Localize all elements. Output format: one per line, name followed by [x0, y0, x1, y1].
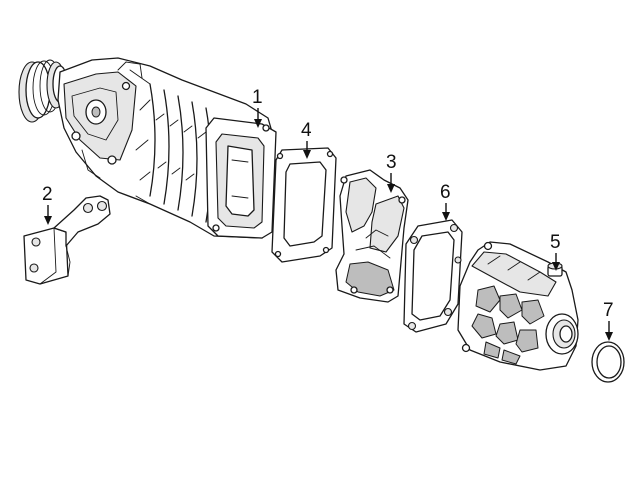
callout-label-1: 1: [252, 87, 263, 108]
o-ring-part[interactable]: [591, 341, 625, 383]
callout-label-7: 7: [603, 300, 614, 321]
arrowhead-3: [387, 184, 395, 193]
supercharger-part[interactable]: [18, 57, 277, 239]
gasket-6-part[interactable]: [403, 219, 463, 333]
callout-5: 5: [550, 232, 561, 271]
gasket-4-part[interactable]: [271, 147, 337, 263]
callout-label-6: 6: [440, 182, 451, 203]
callout-3: 3: [386, 152, 397, 193]
callout-7: 7: [603, 300, 614, 341]
callout-6: 6: [440, 182, 451, 221]
adapter-part[interactable]: [335, 169, 409, 303]
arrowhead-1: [254, 119, 262, 128]
arrowhead-4: [303, 150, 311, 159]
arrowhead-7: [605, 332, 613, 341]
callout-label-4: 4: [301, 120, 312, 141]
callout-label-5: 5: [550, 232, 561, 253]
callout-4: 4: [301, 120, 312, 159]
arrowhead-6: [442, 212, 450, 221]
bracket-part[interactable]: [23, 195, 111, 285]
arrowhead-5: [552, 262, 560, 271]
callout-label-3: 3: [386, 152, 397, 173]
arrowhead-2: [44, 216, 52, 225]
callout-2: 2: [42, 184, 53, 225]
callout-label-2: 2: [42, 184, 53, 205]
callout-1: 1: [252, 87, 263, 128]
intercooler-housing-part[interactable]: [457, 241, 579, 371]
